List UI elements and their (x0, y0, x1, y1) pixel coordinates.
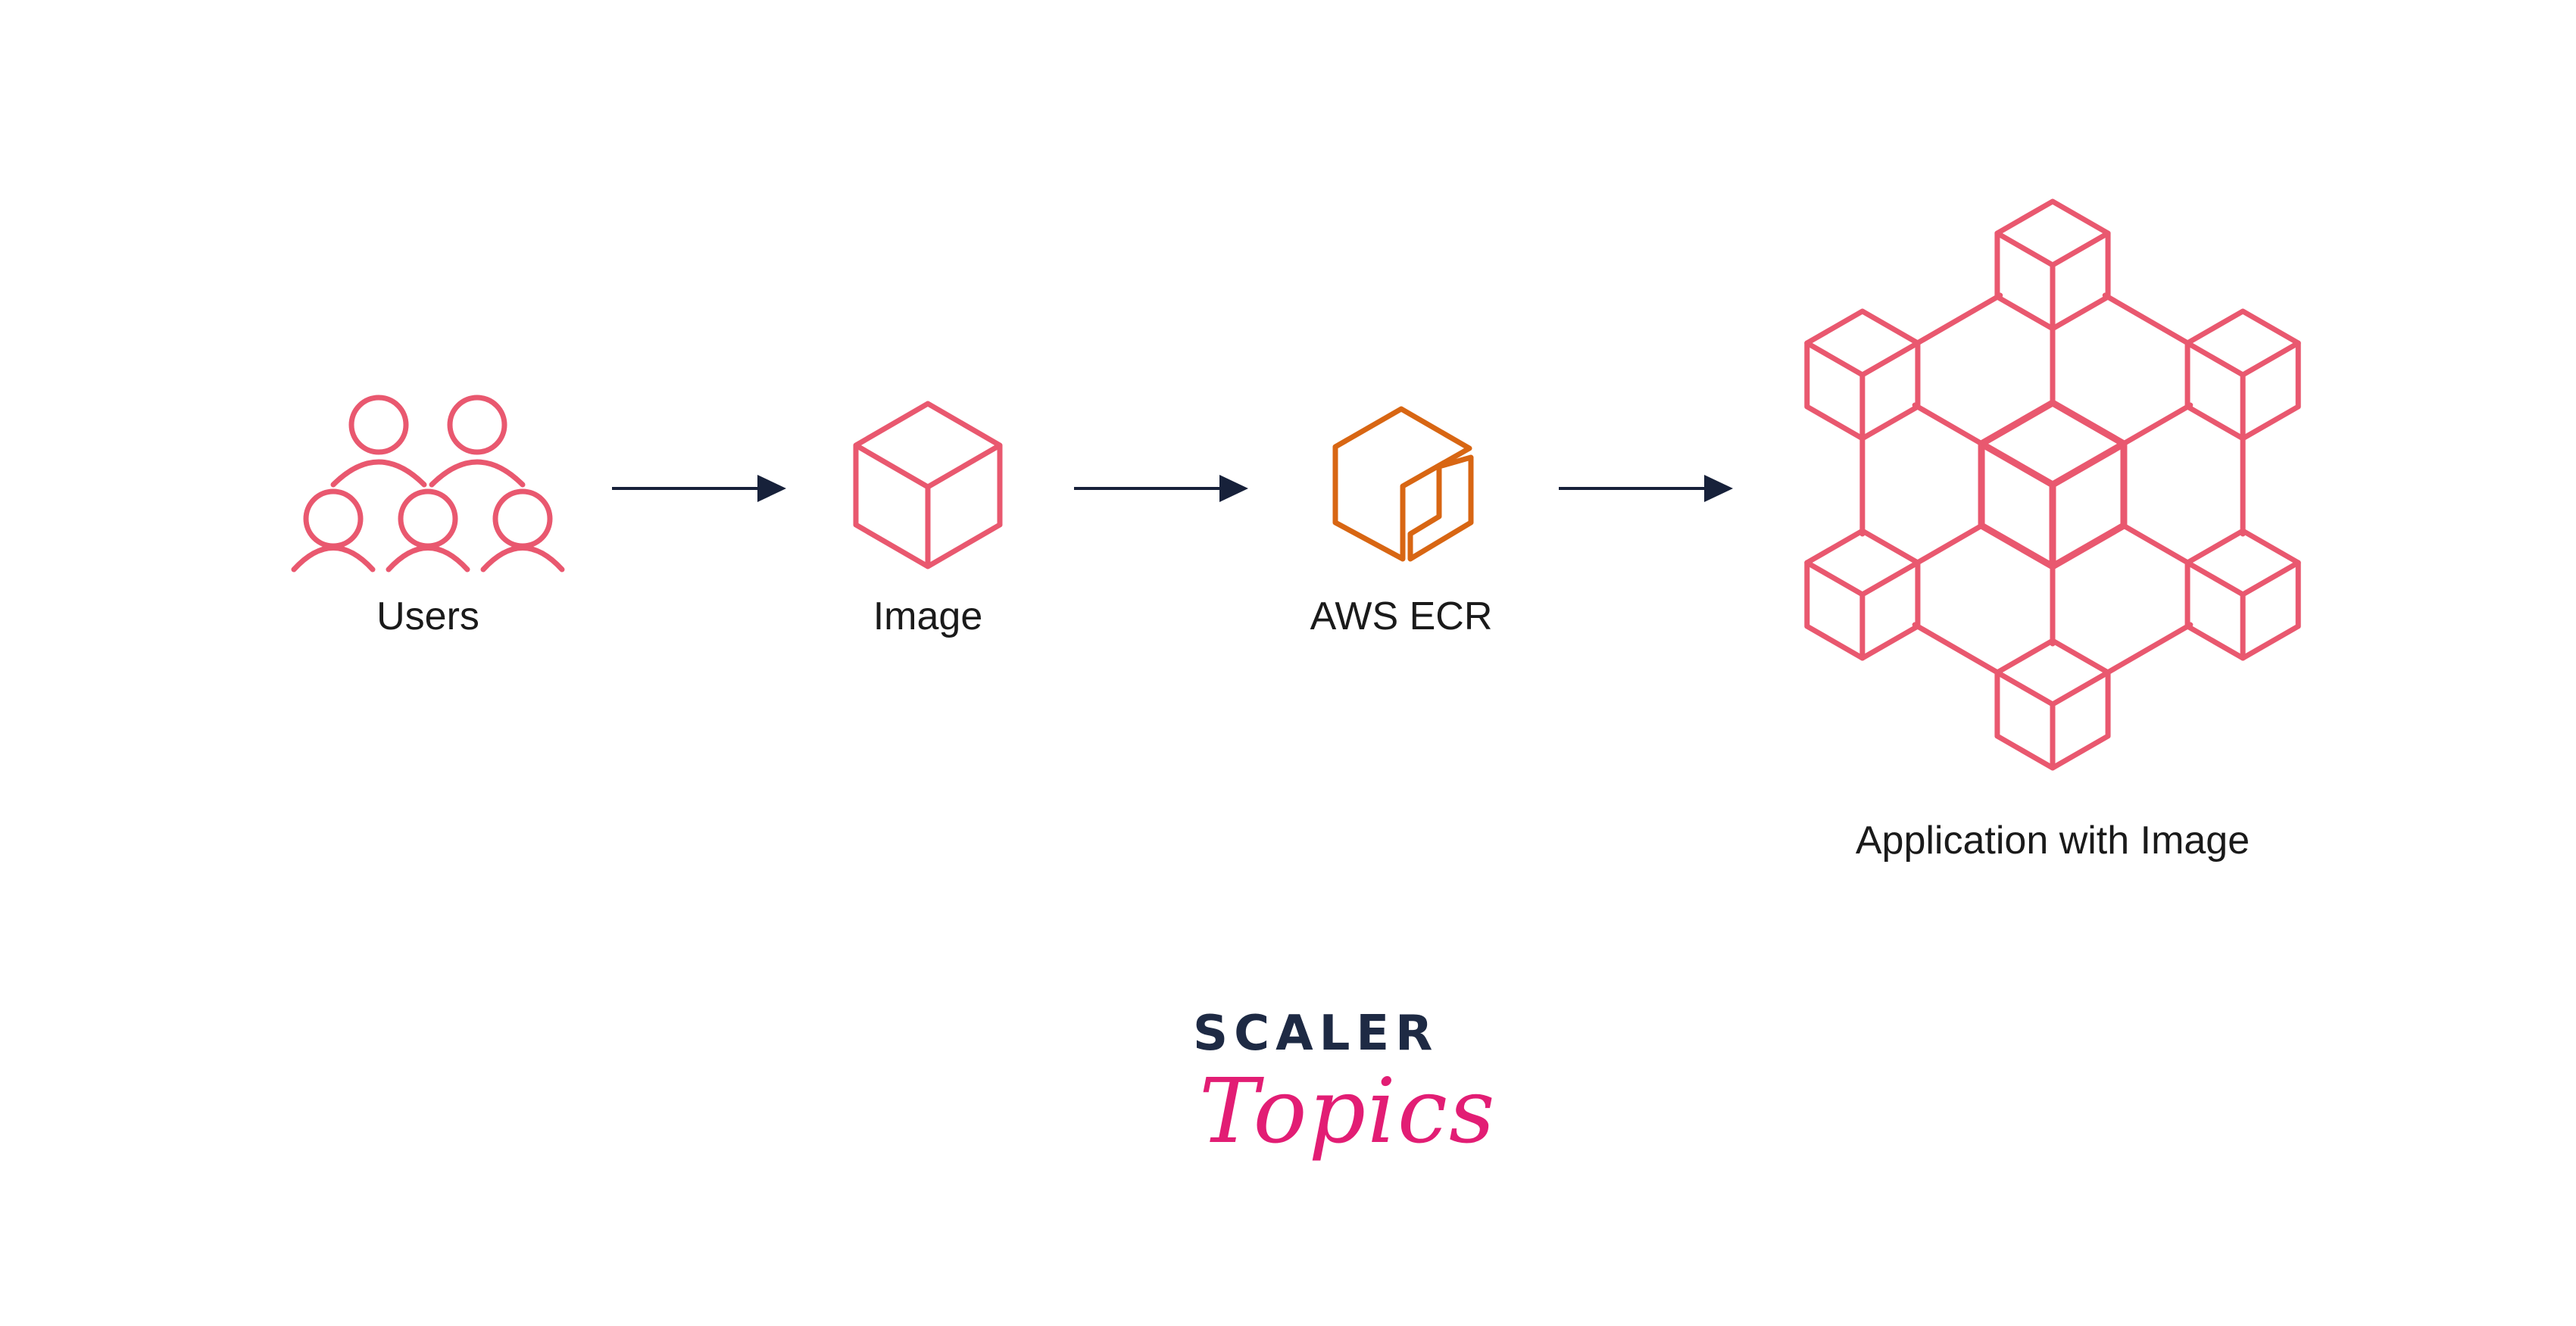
network-cube-icon (2184, 528, 2301, 661)
image-label: Image (873, 594, 983, 638)
aws-ecr-icon (1332, 406, 1474, 562)
users-group-icon (291, 395, 565, 573)
network-cube-icon (1804, 528, 1921, 661)
arrowhead (1704, 475, 1733, 502)
cube-network-icon (1804, 198, 2301, 771)
logo-line2: Topics (1199, 1059, 1497, 1163)
users-label: Users (376, 594, 479, 638)
network-connector (1912, 402, 1984, 446)
network-connector (1912, 523, 1984, 567)
network-cube-icon (1994, 638, 2111, 771)
network-connector (2102, 622, 2194, 677)
network-connector (2102, 292, 2194, 348)
network-center-cube-icon (1978, 399, 2128, 570)
arrowhead (757, 475, 786, 502)
application-label: Application with Image (1855, 819, 2250, 863)
arrowhead (1219, 475, 1248, 502)
scaler-topics-logo: SCALER Topics (1193, 1006, 1495, 1203)
network-connector (2122, 402, 2194, 446)
ecr-label: AWS ECR (1310, 594, 1493, 638)
flow-arrows (612, 475, 1733, 502)
network-cube-icon (2184, 308, 2301, 441)
logo-line1: SCALER (1193, 1006, 1439, 1062)
network-connector (1912, 622, 2003, 677)
network-connector (2122, 523, 2194, 567)
cube-icon (853, 401, 1003, 569)
network-cube-icon (1804, 308, 1921, 441)
network-connector (1912, 292, 2003, 348)
network-cube-icon (1994, 198, 2111, 332)
